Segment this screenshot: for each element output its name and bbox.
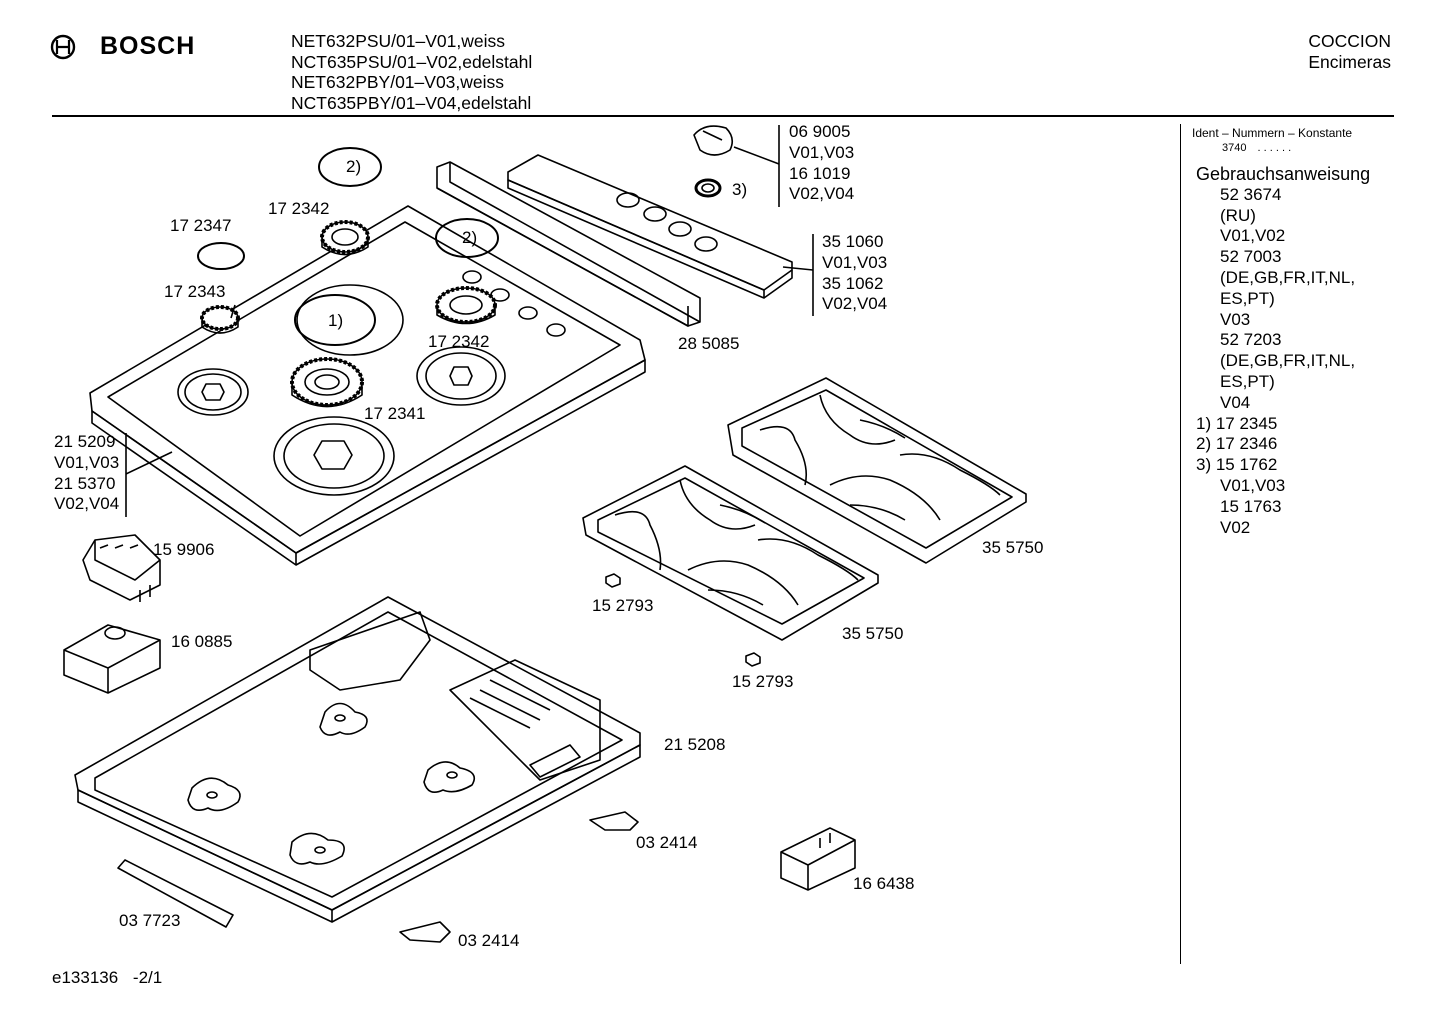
part-number: 06 9005 xyxy=(789,122,851,141)
bosch-logo: BOSCH xyxy=(38,32,198,66)
variant-note: V02,V04 xyxy=(822,294,888,314)
note-line: V02 xyxy=(1220,517,1251,537)
model-list: NET632PSU/01–V01,weiss NCT635PSU/01–V02,… xyxy=(291,31,532,113)
part-label: 17 2341 xyxy=(364,404,426,423)
drawing-code: e133136 -2/1 xyxy=(52,968,162,989)
model-line: NET632PSU/01–V01,weiss xyxy=(291,31,505,51)
burner-cap xyxy=(435,218,499,258)
note-line: V04 xyxy=(1220,392,1251,412)
note-line: 52 7003 xyxy=(1220,247,1282,267)
control-strip xyxy=(436,161,701,327)
ident-value: 3740 . . . . . . xyxy=(1222,142,1291,154)
note-line: V01,V02 xyxy=(1220,226,1286,246)
part-number: 21 5370 xyxy=(54,473,116,493)
part-label: 16 6438 xyxy=(853,874,915,893)
model-line: NCT635PBY/01–V04,edelstahl xyxy=(291,92,532,113)
ident-title: Ident – Nummern – Konstante xyxy=(1192,126,1353,140)
note-line: V01,V03 xyxy=(1220,475,1286,495)
sidebar-divider xyxy=(1180,124,1181,964)
brand-name: BOSCH xyxy=(100,32,196,60)
part-label-knob: 06 9005 V01,V03 16 1019 V02,V04 xyxy=(789,122,854,205)
part-label: 16 0885 xyxy=(171,632,233,651)
part-label-panel: 35 1060 V01,V03 35 1062 V02,V04 xyxy=(822,232,887,315)
burner-ring-large xyxy=(290,357,364,408)
callout-1: 1) xyxy=(328,311,344,330)
part-label: 03 7723 xyxy=(119,911,181,930)
part-label: 17 2342 xyxy=(428,332,490,351)
part-label: 03 2414 xyxy=(636,833,698,852)
rubber-foot xyxy=(605,573,621,588)
burner-ring-medium xyxy=(435,286,497,325)
subcategory: Encimeras xyxy=(1308,51,1391,72)
note-line: 3) 15 1762 xyxy=(1196,455,1278,475)
pan-support-right xyxy=(727,377,1027,564)
part-label: 03 2414 xyxy=(458,931,520,950)
page-number: -2/1 xyxy=(132,968,163,987)
part-label: 35 5750 xyxy=(982,538,1044,557)
ignition-unit xyxy=(82,534,161,602)
part-label: 15 2793 xyxy=(732,672,794,691)
variant-note: V01,V03 xyxy=(822,252,888,272)
part-label-top: 21 5209 V01,V03 21 5370 V02,V04 xyxy=(54,432,119,515)
fixing-clip xyxy=(399,921,451,943)
part-label: 17 2347 xyxy=(170,216,232,235)
part-label: 15 2793 xyxy=(592,596,654,615)
fixing-clip xyxy=(589,811,639,831)
note-line: 52 7203 xyxy=(1220,330,1282,350)
note-line: 2) 17 2346 xyxy=(1196,434,1278,454)
variant-note: V01,V03 xyxy=(54,452,120,472)
bosch-logo-icon xyxy=(50,34,76,60)
model-line: NET632PBY/01–V03,weiss xyxy=(291,72,505,92)
note-line: 52 3674 xyxy=(1220,184,1282,204)
callout-2: 2) xyxy=(346,157,362,176)
rubber-foot xyxy=(745,652,761,667)
callout-2: 2) xyxy=(462,228,478,247)
note-line: 1) 17 2345 xyxy=(1196,413,1278,433)
variant-note: V01,V03 xyxy=(789,142,855,162)
part-label-strip: 28 5085 xyxy=(678,334,740,353)
part-label: 15 9906 xyxy=(153,540,215,559)
part-label: 21 5208 xyxy=(664,735,726,754)
part-label: 17 2343 xyxy=(164,282,226,301)
part-label: 35 5750 xyxy=(842,624,904,643)
pan-support-left xyxy=(582,465,879,641)
note-line: (DE,GB,FR,IT,NL, xyxy=(1220,351,1356,371)
seal-strip xyxy=(117,859,234,928)
control-knob xyxy=(693,125,780,198)
category-block: COCCION Encimeras xyxy=(1308,31,1391,72)
part-number: 16 1019 xyxy=(789,163,851,183)
note-line: (DE,GB,FR,IT,NL, xyxy=(1220,267,1356,287)
note-line: (RU) xyxy=(1220,205,1256,225)
part-number: 35 1062 xyxy=(822,273,884,293)
model-line: NCT635PSU/01–V02,edelstahl xyxy=(291,51,533,72)
note-line: V03 xyxy=(1220,309,1251,329)
cooktop-top xyxy=(89,205,646,566)
ident-number: 3740 xyxy=(1222,142,1247,154)
note-line: Gebrauchsanweisung xyxy=(1196,164,1371,184)
burner-ring-small xyxy=(200,305,240,334)
note-line: ES,PT) xyxy=(1220,288,1275,308)
note-line: ES,PT) xyxy=(1220,371,1275,391)
ident-dots: . . . . . . xyxy=(1257,142,1292,154)
burner-cap xyxy=(294,294,376,346)
control-panel xyxy=(507,154,793,299)
note-line: 15 1763 xyxy=(1220,496,1282,516)
callout-3: 3) xyxy=(732,180,748,199)
ignition-cover xyxy=(63,624,161,694)
burner-cap xyxy=(318,147,382,187)
header-rule xyxy=(52,115,1394,117)
base-tray xyxy=(74,596,641,923)
part-number: 21 5209 xyxy=(54,432,116,451)
variant-note: V02,V04 xyxy=(54,494,120,514)
sidebar-notes: Gebrauchsanweisung 52 3674 (RU) V01,V02 … xyxy=(1196,164,1370,538)
burner-ring-medium xyxy=(320,220,370,256)
part-number: 35 1060 xyxy=(822,232,884,251)
variant-note: V02,V04 xyxy=(789,184,855,204)
category: COCCION xyxy=(1308,31,1391,51)
burner-cap xyxy=(197,242,245,270)
drawing-id: e133136 xyxy=(52,968,119,987)
part-label: 17 2342 xyxy=(268,199,330,218)
connector-box xyxy=(780,827,856,891)
